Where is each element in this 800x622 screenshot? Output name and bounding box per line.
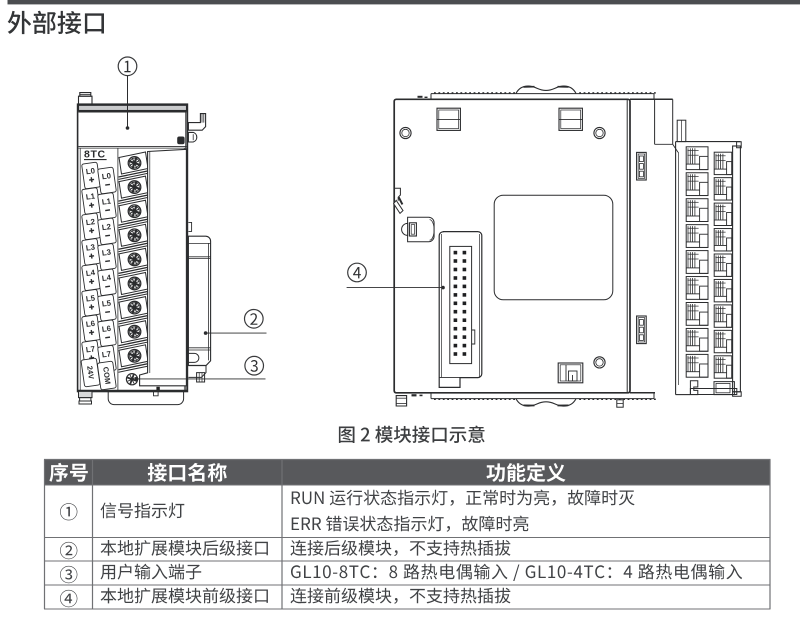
svg-text:L2: L2 [101,222,112,232]
svg-text:L4: L4 [85,268,96,278]
svg-text:L3: L3 [101,247,112,257]
svg-text:L7: L7 [85,344,95,354]
svg-text:COM: COM [101,366,112,385]
svg-text:L6: L6 [101,324,112,334]
svg-text:L7: L7 [101,349,111,359]
svg-text:L5: L5 [101,298,112,308]
svg-text:L5: L5 [85,293,96,303]
svg-text:L0: L0 [85,166,96,176]
svg-text:L4: L4 [101,273,112,283]
svg-text:L1: L1 [101,197,112,207]
svg-text:8TC: 8TC [84,149,106,161]
svg-text:24V: 24V [85,365,96,379]
svg-text:L3: L3 [85,242,96,252]
svg-text:L2: L2 [85,217,96,227]
svg-text:L1: L1 [85,192,96,202]
svg-text:L6: L6 [85,319,96,329]
svg-text:L0: L0 [101,171,112,181]
